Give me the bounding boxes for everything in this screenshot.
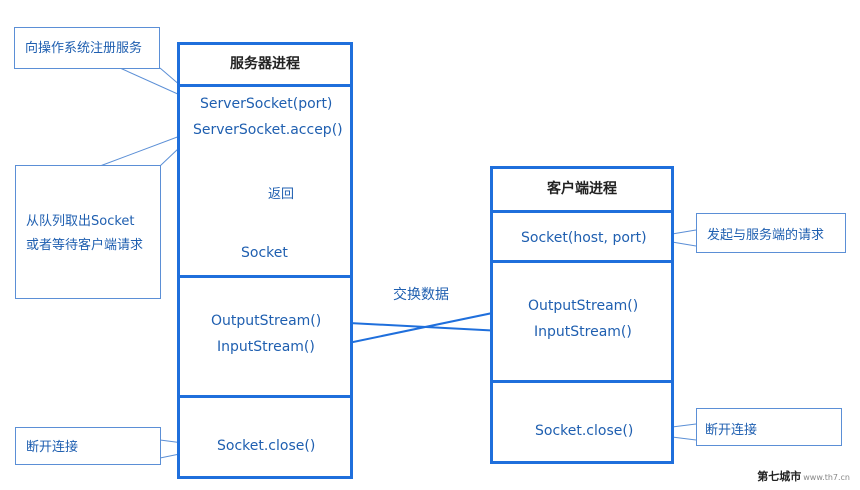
server-input-stream-label: InputStream() xyxy=(217,339,315,355)
client-request-text: 发起与服务端的请求 xyxy=(707,228,825,243)
queue-text-line2: 或者等待客户端请求 xyxy=(26,238,144,253)
client-disconnect-callout: 断开连接 xyxy=(696,408,842,446)
server-process-box: 服务器进程 xyxy=(177,42,353,479)
client-process-box: 客户端进程 xyxy=(490,166,674,464)
server-socket-port-label: ServerSocket(port) xyxy=(200,96,333,112)
queue-callout: 从队列取出Socket 或者等待客户端请求 xyxy=(15,165,161,299)
server-section-divider-2 xyxy=(180,395,350,398)
return-label: 返回 xyxy=(268,187,295,202)
server-output-stream-label: OutputStream() xyxy=(211,313,322,329)
server-disconnect-callout: 断开连接 xyxy=(15,427,161,465)
server-section-divider-1 xyxy=(180,275,350,278)
watermark-main: 第七城市 xyxy=(757,470,802,483)
server-socket-accept-label: ServerSocket.accep() xyxy=(193,122,343,138)
server-disconnect-text: 断开连接 xyxy=(26,440,79,455)
client-process-title: 客户端进程 xyxy=(493,169,671,213)
client-section-divider-1 xyxy=(493,260,671,263)
exchange-data-label: 交换数据 xyxy=(393,287,449,303)
client-socket-host-port-label: Socket(host, port) xyxy=(521,230,647,246)
client-output-stream-label: OutputStream() xyxy=(528,298,639,314)
client-section-divider-2 xyxy=(493,380,671,383)
watermark-sub: www.th7.cn xyxy=(803,473,850,482)
client-disconnect-text: 断开连接 xyxy=(705,423,758,438)
server-socket-label: Socket xyxy=(241,245,288,261)
register-service-text: 向操作系统注册服务 xyxy=(25,41,143,56)
client-input-stream-label: InputStream() xyxy=(534,324,632,340)
server-socket-close-label: Socket.close() xyxy=(217,438,316,454)
client-socket-close-label: Socket.close() xyxy=(535,423,634,439)
queue-text-line1: 从队列取出Socket xyxy=(26,214,135,229)
register-service-callout: 向操作系统注册服务 xyxy=(14,27,160,69)
client-request-callout: 发起与服务端的请求 xyxy=(696,213,846,253)
server-process-title: 服务器进程 xyxy=(180,45,350,87)
